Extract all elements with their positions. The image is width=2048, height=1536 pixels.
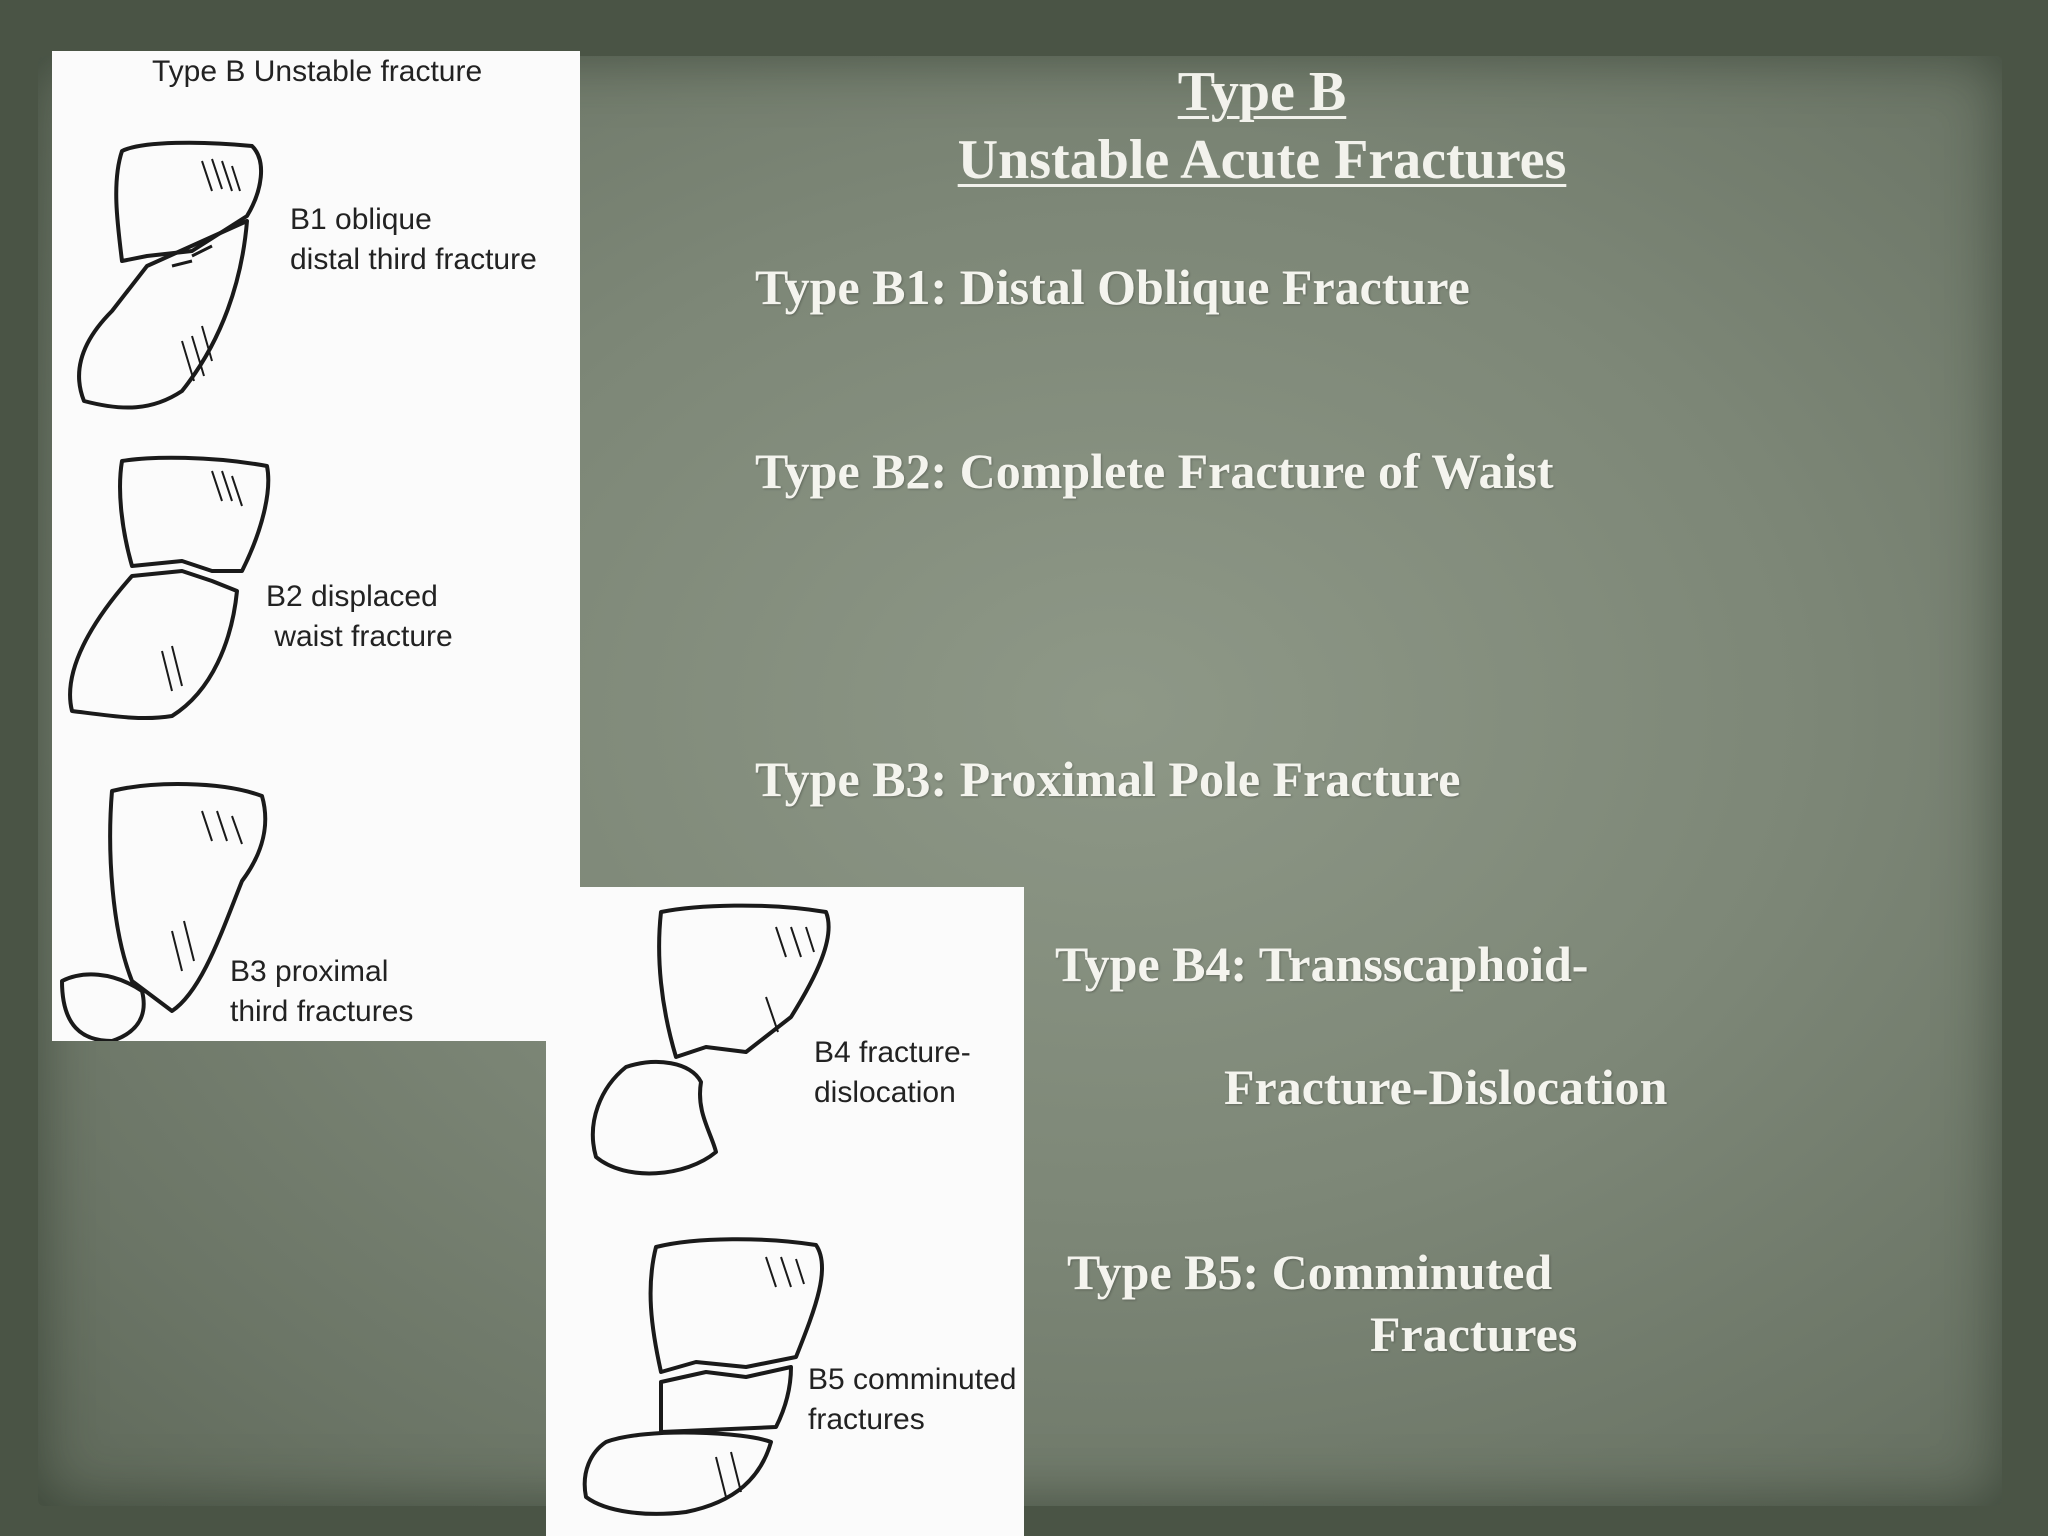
type-b1-text: Type B1: Distal Oblique Fracture xyxy=(755,259,1470,315)
scaphoid-drawings-right xyxy=(582,903,831,1516)
type-b3-text: Type B3: Proximal Pole Fracture xyxy=(755,751,1461,807)
b3-figure-label-line2: third fractures xyxy=(230,995,414,1028)
b3-figure-label-line1: B3 proximal xyxy=(230,955,389,988)
type-b5-text-line2: Fractures xyxy=(1370,1306,1578,1362)
b4-bone-drawing xyxy=(657,903,831,1059)
type-b2-text: Type B2: Complete Fracture of Waist xyxy=(755,443,1554,499)
figure-right-panel: B4 fracture- dislocation B5 comminuted f… xyxy=(546,887,1024,1536)
b2-figure-label-line2: waist fracture xyxy=(266,620,453,653)
scaphoid-drawings-left xyxy=(60,140,271,1041)
type-b4-text-line2: Fracture-Dislocation xyxy=(1224,1059,1668,1115)
b1-bone-drawing xyxy=(114,140,264,263)
type-b4-text-line1: Type B4: Transscaphoid- xyxy=(1055,936,1589,992)
figure-left-heading: Type B Unstable fracture xyxy=(152,55,483,88)
b2-figure-label-line1: B2 displaced xyxy=(266,580,438,613)
b5-figure-label-line1: B5 comminuted xyxy=(808,1363,1017,1396)
slide-title-line1: Type B xyxy=(1177,61,1347,123)
slide-title-line2: Unstable Acute Fractures xyxy=(957,129,1567,191)
b1-figure-label-line1: B1 oblique xyxy=(290,203,432,236)
b4-figure-label-line1: B4 fracture- xyxy=(814,1036,971,1069)
b5-figure-label-line2: fractures xyxy=(808,1403,925,1436)
b3-bone-drawing xyxy=(108,782,268,1013)
b1-figure-label-line2: distal third fracture xyxy=(290,243,537,276)
b5-bone-drawing xyxy=(648,1237,825,1374)
b2-bone-drawing xyxy=(118,455,271,573)
figure-left-panel: Type B Unstable fracture B1 oblique dist… xyxy=(52,51,580,1041)
b4-figure-label-line2: dislocation xyxy=(814,1076,956,1109)
type-b5-text-line1: Type B5: Comminuted xyxy=(1067,1244,1553,1300)
